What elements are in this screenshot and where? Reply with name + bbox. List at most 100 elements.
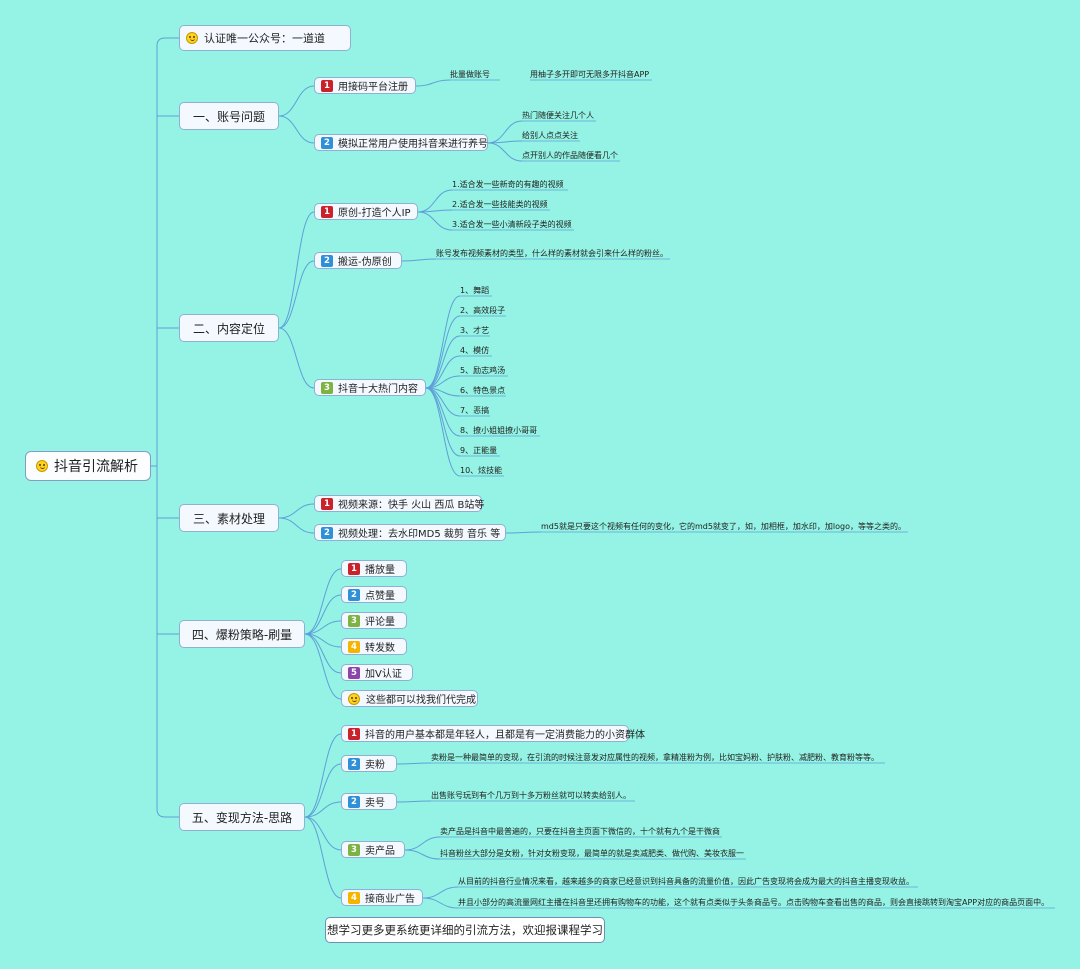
branch-monetize-3[interactable]: 2 卖号 [341,793,397,810]
leaf-text: 9、正能量 [460,446,498,455]
connector-line [425,355,461,389]
connector-line [304,594,342,635]
leaf-text: 账号发布视频素材的类型，什么样的素材就会引来什么样的粉丝。 [436,249,668,258]
smile-icon [36,460,48,472]
leaf-text: 3、才艺 [460,326,490,335]
section-title: 四、爆粉策略-刷量 [191,627,293,642]
leaf-text: 5、励志鸡汤 [460,366,506,375]
leaf-text: 8、撩小姐姐撩小哥哥 [460,426,538,435]
leaf-text: 卖产品是抖音中最普遍的，只要在抖音主页面下微信的，十个就有九个是干微商 [440,827,720,836]
branch-label: 用接码平台注册 [338,82,408,93]
badge-2: 2 [348,795,360,808]
course-note-label: 想学习更多更系统更详细的引流方法，欢迎报课程学习 [327,923,603,937]
root-label: 抖音引流解析 [54,459,138,475]
leaf-text: 并且小部分的高流量网红主播在抖音里还拥有购物车的功能，这个就有点类似于头条商品号… [458,898,1050,907]
connector-line [425,387,461,457]
branch-label: 抖音十大热门内容 [338,384,418,395]
connector-line [278,517,315,534]
badge-1: 1 [348,562,360,575]
branch-monetize-4[interactable]: 3 卖产品 [341,841,405,858]
branch-boost-5[interactable]: 5 加V认证 [341,664,413,681]
badge-2: 2 [321,526,333,539]
verify-label: 认证唯一公众号：一道道 [204,32,325,45]
branch-monetize-2[interactable]: 2 卖粉 [341,755,397,772]
leaf-text: 出售账号玩到有个几万到十多万粉丝就可以转卖给别人。 [431,791,631,800]
branch-label: 接商业广告 [365,894,415,905]
leaf-text: 1.适合发一些新奇的有趣的视频 [452,180,564,189]
connector-line [417,211,453,231]
leaf-text: md5就是只要这个视频有任何的变化，它的md5就变了，如，加相框，加水印，加lo… [541,522,907,531]
branch-material-1[interactable]: 1 视频来源：快手 火山 西瓜 B站等 [314,495,485,512]
connector-line [304,816,342,851]
branch-content-3[interactable]: 3 抖音十大热门内容 [314,379,426,396]
connector-line [505,531,542,534]
connector-line [396,762,432,765]
connector-line [401,258,437,262]
badge-1: 1 [321,497,333,510]
connector-line [487,120,523,144]
connector-line [425,387,461,477]
section-boost[interactable]: 四、爆粉策略-刷量 [179,620,305,648]
course-note[interactable]: 想学习更多更系统更详细的引流方法，欢迎报课程学习 [325,917,605,943]
branch-label: 卖产品 [365,846,395,857]
badge-5: 5 [348,666,360,679]
branch-label: 原创-打造个人IP [338,208,411,219]
badge-3: 3 [348,843,360,856]
leaf-text: 卖粉是一种最简单的变现，在引流的时候注意发对应属性的视频，拿精准粉为例，比如宝妈… [431,753,879,762]
connector-line [417,189,453,213]
leaf-text: 1、舞蹈 [460,286,490,295]
section-account[interactable]: 一、账号问题 [179,102,279,130]
connector-line [278,503,315,519]
branch-label: 抖音的用户基本都是年轻人，且都是有一定消费能力的小资群体 [365,730,645,741]
branch-label: 这些都可以找我们代完成 [366,695,476,706]
branch-label: 视频来源：快手 火山 西瓜 B站等 [338,500,485,511]
leaf-text: 2.适合发一些技能类的视频 [452,200,548,209]
section-title: 五、变现方法-思路 [191,810,293,825]
connector-line [304,816,342,899]
connector-line [396,800,432,803]
branch-label: 卖粉 [365,760,385,771]
branch-label: 评论量 [365,617,395,628]
connector-line [278,211,315,329]
section-title: 一、账号问题 [192,109,265,124]
connector-line [425,315,461,389]
leaf-text: 4、模仿 [460,346,490,355]
branch-label: 卖号 [365,798,385,809]
connector-line [304,733,342,818]
connector-line [422,886,459,899]
connector-line [304,568,342,635]
leaf-text: 给别人点点关注 [522,131,578,140]
connector-line [304,620,342,635]
connector-line [156,808,179,818]
section-monetize[interactable]: 五、变现方法-思路 [179,803,305,831]
badge-4: 4 [348,640,360,653]
badge-2: 2 [348,757,360,770]
connector-line [404,836,441,851]
connector-line [422,897,459,909]
branch-boost-6[interactable]: 这些都可以找我们代完成 [341,690,478,707]
badge-2: 2 [321,254,333,267]
badge-3: 3 [321,381,333,394]
connector-line [487,142,523,162]
connector-line [304,763,342,818]
branch-label: 模拟正常用户使用抖音来进行养号 [338,139,488,150]
badge-2: 2 [348,588,360,601]
section-content[interactable]: 二、内容定位 [179,314,279,342]
leaf-text: 热门随便关注几个人 [522,111,594,120]
section-material[interactable]: 三、素材处理 [179,504,279,532]
branch-label: 加V认证 [365,669,402,680]
verify-node[interactable]: 认证唯一公众号：一道道 [179,25,351,51]
root-node[interactable]: 抖音引流解析 [25,451,151,481]
